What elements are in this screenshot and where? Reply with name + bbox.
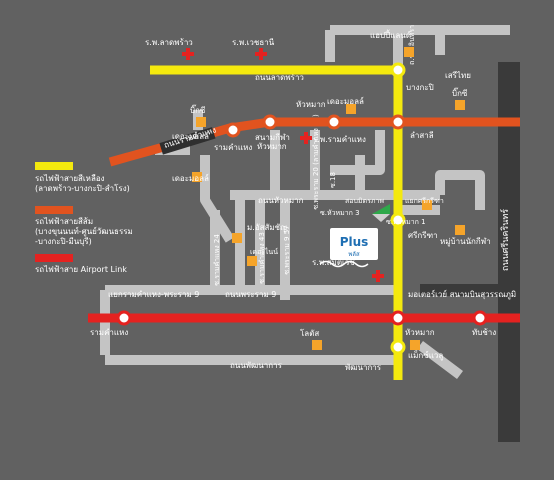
station-ramkhamhaeng-hosp-orange: [326, 114, 342, 130]
label-srikritha-junction: แยกศรีกรีฑา: [405, 197, 444, 205]
label-serithai: เสรีไทย: [445, 71, 471, 80]
hospital-vejthani-icon: [255, 48, 267, 60]
project-pointer-icon: [372, 204, 390, 214]
legend-yellow-title: รถไฟฟ้าสายสีเหลือง: [35, 174, 105, 183]
label-hosp-vejthani: ร.พ.เวชธานี: [232, 38, 275, 47]
label-lotus: โลตัส: [300, 328, 319, 338]
label-happyland: แฮปปี้แลนด์: [370, 29, 411, 40]
label-mitraphap: สอบมิตรภาพ: [345, 197, 384, 205]
label-themall-1: เดอะมอลล์: [172, 131, 209, 141]
legend-red-title: รถไฟฟ้าสาย Airport Link: [35, 265, 127, 274]
stations: [116, 62, 488, 355]
label-bangkapi: บางกะปิ: [406, 83, 434, 92]
ladprao-road-label: ถนนลาดพร้าว: [255, 73, 304, 82]
label-thapchang: ทับช้าง: [472, 328, 496, 337]
soi-huamak3-label: ซ.หัวหมาก 3: [320, 209, 360, 217]
hospital-ladprao-icon: [182, 48, 194, 60]
label-assumption: ม.อัสสัมชัญ: [247, 223, 287, 232]
station-thapchang-airport: [472, 310, 488, 326]
station-rajamangala-orange: [262, 114, 278, 130]
label-phatthanakan-station: พัฒนาการ: [345, 363, 382, 372]
label-hosp-ramkhamhaeng: ร.พ.รามคำแหง: [313, 135, 366, 144]
soi-rama9-57-label: ซ.พระราม 9 57: [283, 225, 291, 274]
phatthanakan-road-label: ถนนพัฒนาการ: [230, 361, 283, 370]
motorway: [420, 284, 520, 296]
label-ramkhamhaeng-airport: รามคำแหง: [90, 328, 128, 337]
soi-rama9-20-label: ซ.พระราม 20 (ลามคำแหง 32): [312, 114, 320, 210]
label-bigc-2: บิ๊กซี: [452, 87, 468, 98]
label-rajamangala: สนามกีฬาหัวหมาก: [255, 133, 290, 151]
ramintra-road-label: ถ.รามอินทรา: [408, 25, 416, 65]
station-huamak-airport: [390, 310, 406, 326]
label-themall-3: เดอะมอลล์: [172, 173, 209, 183]
project-logo-box: [330, 228, 378, 260]
landmarks: [192, 47, 465, 350]
soi-18-label: ซ.18: [329, 172, 337, 188]
hospitals: [182, 48, 384, 282]
label-hosp-samitivej: ร.พ.สมิติเวช: [312, 258, 355, 267]
rama9-road-label: ถนนพระราม 9: [225, 290, 276, 299]
legend: รถไฟฟ้าสายสีเหลือง (ลาดพร้าว-บางกะปิ-สำโ…: [35, 162, 133, 274]
station-lamsali-orange: [390, 114, 406, 130]
label-the-nine: เดอะไนน์: [250, 247, 278, 256]
label-soi-huamak1: ซ.หัวหมาก 1: [386, 218, 426, 226]
ramkhamhaeng-rama9-junction-label: แยกรามคำแหง-พระราม 9: [108, 290, 199, 299]
station-srikritha-yellow: [390, 212, 406, 228]
label-athlete-village: หมู่บ้านนักกีฬา: [440, 237, 491, 247]
label-themall-2: เดอะมอลล์: [327, 96, 364, 106]
srinakarin-road: [498, 62, 520, 442]
project-logo-text: Plus: [340, 235, 369, 249]
project-logo-subtitle: พลัส: [348, 251, 360, 258]
soi-ramkhamhaeng24-label: ซ.รามคำแหง 24: [213, 234, 221, 286]
station-ramkhamhaeng-airport: [116, 310, 132, 326]
legend-orange-title: รถไฟฟ้าสายสีส้ม: [35, 217, 93, 226]
label-huamak-airport: หัวหมาก: [405, 328, 435, 337]
legend-orange-swatch: [35, 206, 73, 214]
label-hosp-ladprao: ร.พ.ลาดพร้าว: [145, 38, 193, 47]
project-location: Plus พลัส: [319, 204, 390, 268]
legend-orange-desc-1: (บางขุนนนท์-ศูนย์วัฒนธรรม: [35, 226, 133, 237]
motorway-label: มอเตอร์เวย์ สนามบินสุวรรณภูมิ: [408, 289, 516, 300]
label-maxvalu: แม็กซ์แวลู: [408, 350, 443, 361]
legend-orange-desc-2: -บางกะปิ-มีนบุรี): [35, 237, 92, 246]
soi-ramkhamhaeng43-label: ซ.รามคำแหง 43: [258, 232, 266, 284]
label-lamsali: ลำสาลี: [410, 131, 434, 140]
ramkhamhaeng-road-band: [159, 127, 216, 155]
legend-yellow-swatch: [35, 162, 73, 170]
hospital-samitivej-icon: [372, 270, 384, 282]
station-ramkhamhaeng-orange: [225, 122, 241, 138]
label-srikritha: ศรีกรีฑา: [408, 231, 438, 240]
legend-red-swatch: [35, 254, 73, 262]
station-phatthanakan-yellow: [390, 339, 406, 355]
label-bigc-1: บิ๊กซี: [190, 104, 206, 115]
huamak-road-label: ถนนหัวหมาก: [258, 196, 304, 205]
label-huamak-orange: หัวหมาก: [296, 100, 326, 109]
place-labels: ร.พ.ลาดพร้าว ร.พ.เวชธานี แฮปปี้แลนด์ เสร…: [90, 29, 496, 372]
canal-wave-icon: [319, 260, 369, 268]
hospital-ramkhamhaeng-icon: [300, 132, 312, 144]
srinakarin-road-label: ถนนศรีนครินทร์: [499, 209, 511, 271]
legend-yellow-desc: (ลาดพร้าว-บางกะปิ-สำโรง): [35, 183, 130, 193]
station-bangkapi-yellow: [390, 62, 406, 78]
label-ramkhamhaeng-station: รามคำแหง: [214, 143, 252, 152]
